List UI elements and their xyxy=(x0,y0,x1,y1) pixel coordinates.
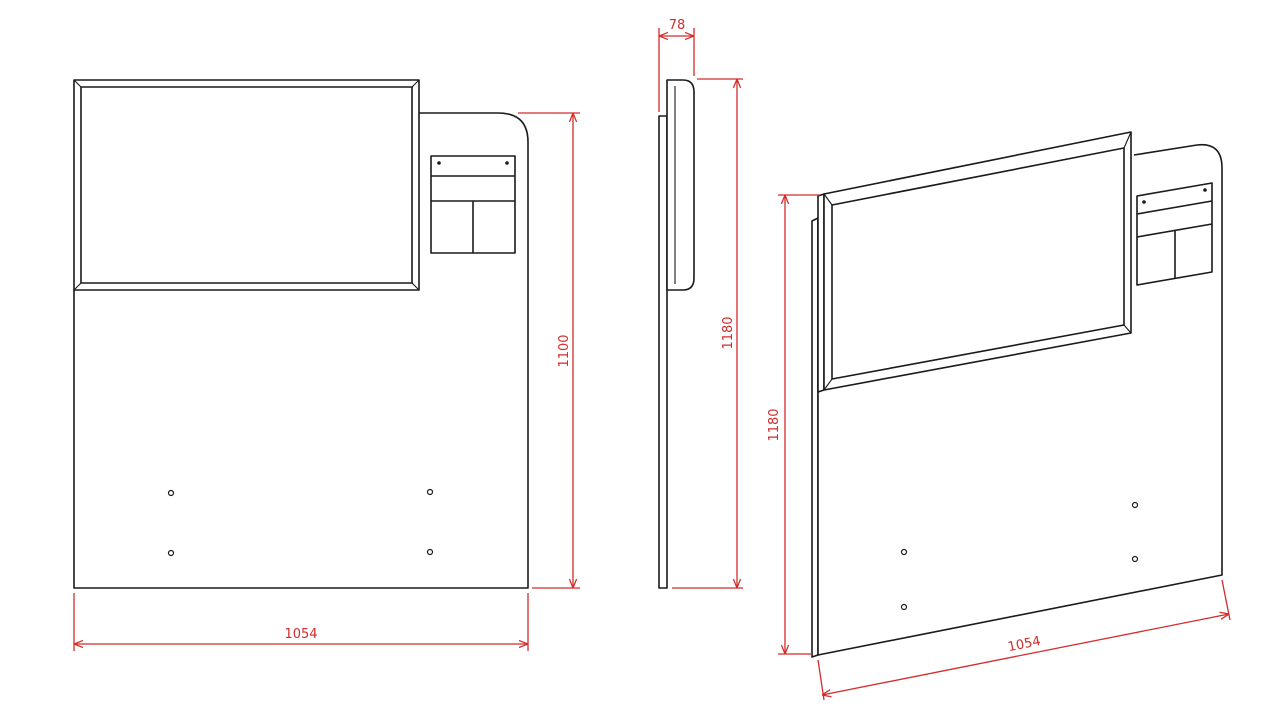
front-width-label: 1054 xyxy=(284,627,317,642)
side-mirror-profile xyxy=(666,79,695,291)
side-depth-dimension: 78 xyxy=(658,18,695,112)
side-view: 78 1180 xyxy=(658,18,743,589)
front-height-label: 1100 xyxy=(557,334,572,367)
iso-backboard-edge xyxy=(811,217,819,658)
iso-shelf-unit xyxy=(1136,182,1213,286)
side-depth-label: 78 xyxy=(669,18,686,33)
front-mirror xyxy=(73,79,420,291)
side-height-label: 1180 xyxy=(721,316,736,349)
iso-height-dimension: 1180 xyxy=(767,194,820,655)
iso-view: 1180 1054 xyxy=(767,131,1231,701)
iso-width-label: 1054 xyxy=(1007,634,1042,655)
side-height-dimension: 1180 xyxy=(672,78,743,589)
front-shelf-unit xyxy=(430,155,516,254)
iso-mounting-holes xyxy=(900,501,1139,611)
front-view: 1054 1100 xyxy=(73,79,580,651)
iso-width-dimension: 1054 xyxy=(817,579,1231,701)
front-height-dimension: 1100 xyxy=(518,112,580,589)
front-mounting-holes xyxy=(167,488,434,557)
front-width-dimension: 1054 xyxy=(73,593,529,651)
iso-mirror xyxy=(823,131,1132,391)
iso-height-label: 1180 xyxy=(767,408,782,441)
side-backboard xyxy=(658,115,668,589)
